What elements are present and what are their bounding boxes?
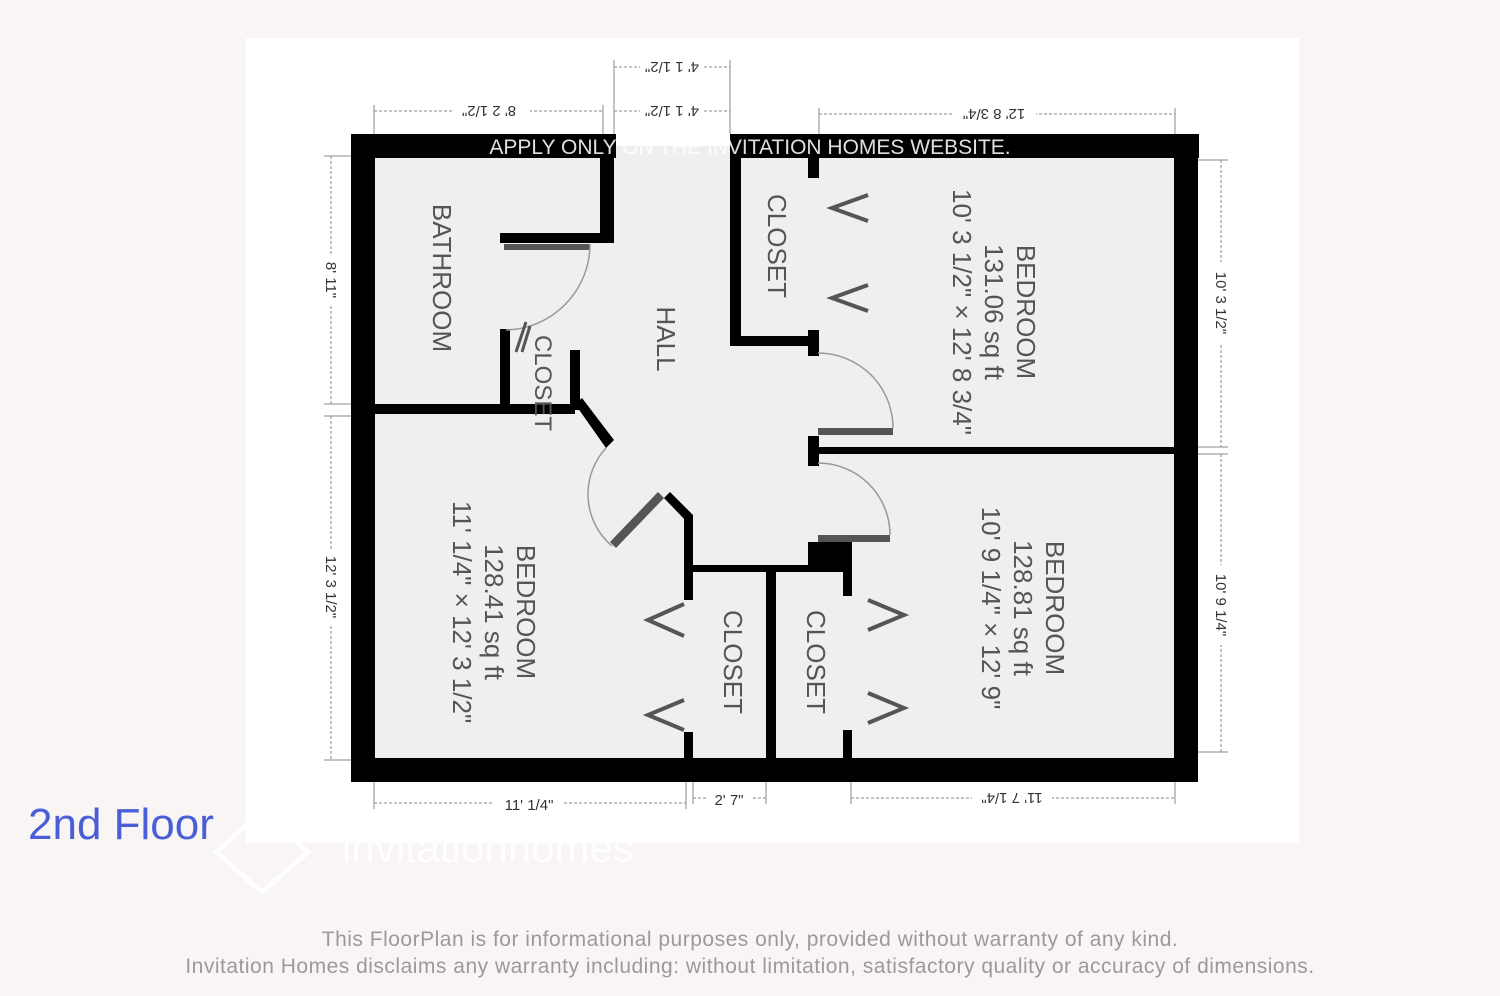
room-area-bedroom-bottom-right: 128.81 sq ft [1008,540,1038,677]
brand-watermark-text: invitationhomes [342,824,634,871]
watermark-banner: APPLY ONLY ON THE INVITATION HOMES WEBSI… [489,136,1010,159]
interior-walls [375,158,1174,758]
room-area-bedroom-top-right: 131.06 sq ft [979,244,1009,381]
room-labels: BATHROOM CLOSET HALL CLOSET BEDROOM 131.… [427,189,1070,723]
dimension-ticks [324,60,1228,809]
room-label-closet-small: CLOSET [529,335,556,431]
outer-walls [351,134,1199,782]
brand-logo-icon [212,808,312,896]
room-label-closet-top-right: CLOSET [762,194,792,298]
dim-left-lower: 12' 3 1/2" [322,556,339,618]
room-label-closet-bottom-left: CLOSET [718,610,748,714]
dim-bottom-right: 11' 7 1/4" [981,789,1042,806]
room-area-bedroom-bottom-left: 128.41 sq ft [479,544,509,681]
disclaimer-line-2: Invitation Homes disclaims any warranty … [185,955,1315,978]
dim-top-right: 12' 8 3/4" [963,105,1025,122]
room-label-bedroom-bottom-right: BEDROOM [1040,541,1070,675]
brand-watermark: invitationhomes [212,808,634,896]
floor-label: 2nd Floor [28,800,214,849]
dim-right-lower: 10' 9 1/4" [1212,574,1229,636]
room-label-bathroom: BATHROOM [427,204,457,352]
dim-bottom-left: 11' 1/4" [505,797,554,814]
dim-right-upper: 10' 3 1/2" [1212,272,1229,334]
room-label-hall: HALL [651,306,681,371]
dim-top-inner: 4' 1 1/2" [645,102,699,119]
room-label-closet-bottom-right: CLOSET [801,610,831,714]
room-label-bedroom-bottom-left: BEDROOM [511,545,541,679]
room-dims-bedroom-top-right: 10' 3 1/2" × 12' 8 3/4" [947,189,977,435]
room-dims-bedroom-bottom-right: 10' 9 1/4" × 12' 9" [976,507,1006,710]
disclaimer-line-1: This FloorPlan is for informational purp… [321,928,1179,951]
dimension-labels: 4' 1 1/2" 4' 1 1/2" 8' 2 1/2" 12' 8 3/4"… [321,57,1231,814]
dim-top-outer: 4' 1 1/2" [645,58,699,75]
closet-door-chevrons [642,193,910,732]
dim-left-upper: 8' 11" [322,262,339,298]
doors [504,243,894,548]
dim-top-left: 8' 2 1/2" [462,102,516,119]
room-dims-bedroom-bottom-left: 11' 1/4" × 12' 3 1/2" [447,501,477,723]
room-label-bedroom-top-right: BEDROOM [1011,245,1041,379]
dim-bottom-mid: 2' 7" [714,792,743,809]
